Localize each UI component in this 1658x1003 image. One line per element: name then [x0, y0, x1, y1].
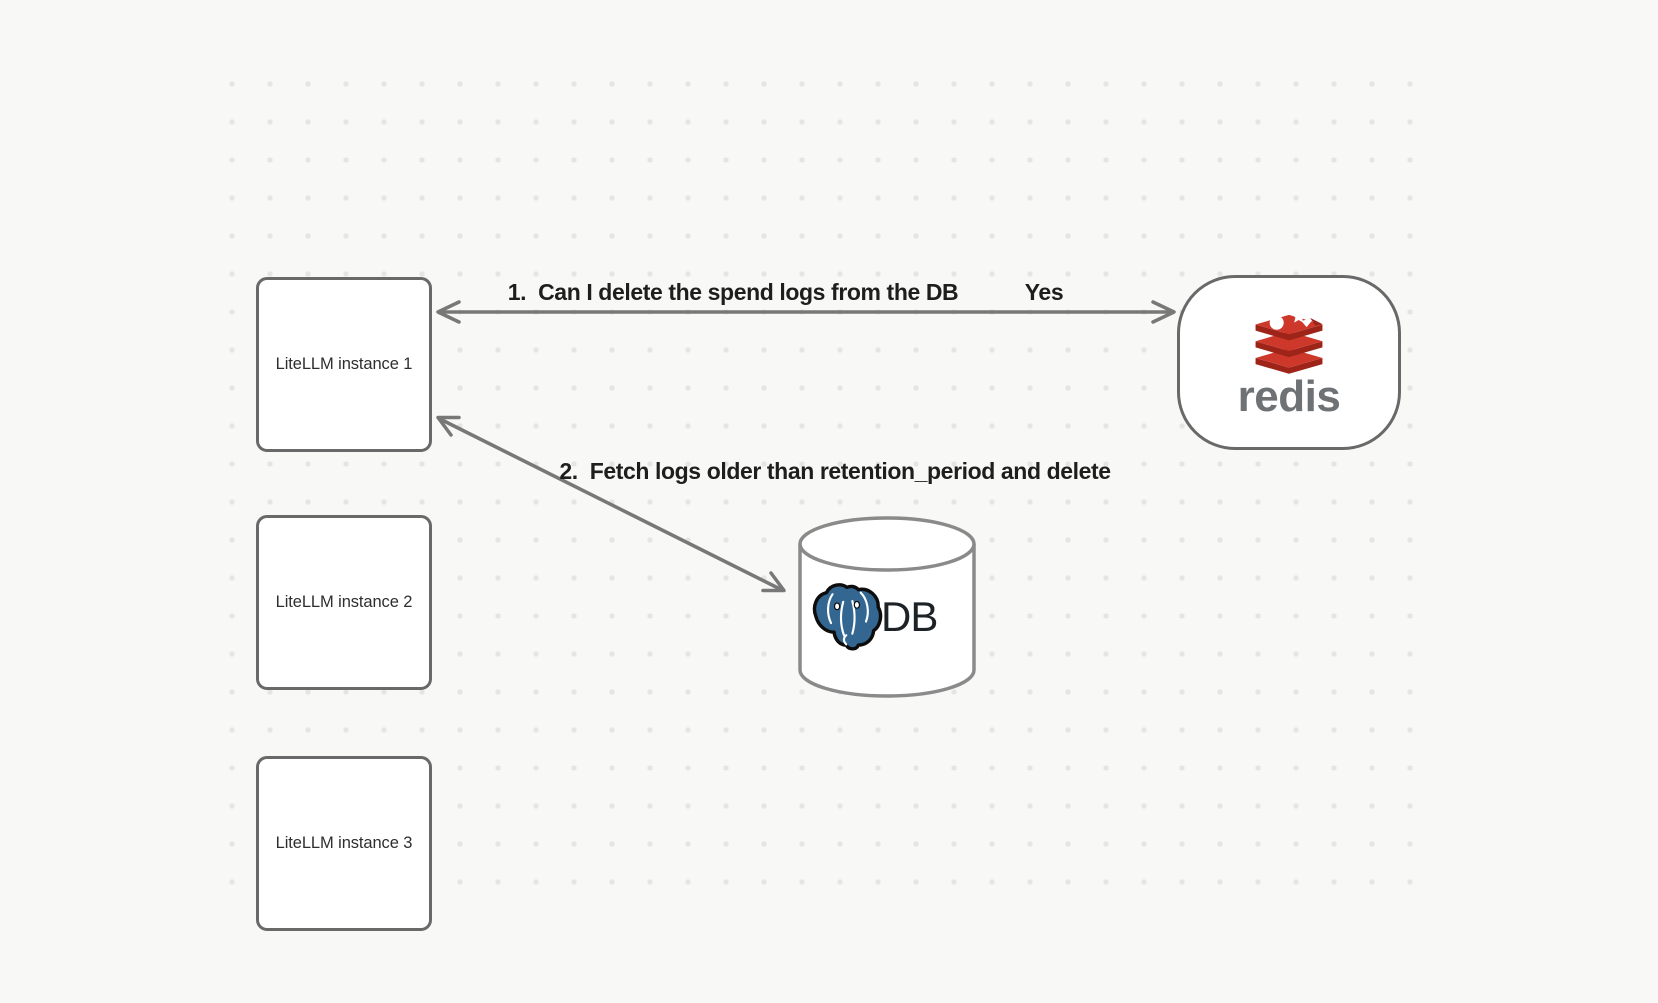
edge-label-1: 1. Can I delete the spend logs from the …: [507, 279, 959, 305]
redis-wordmark: redis: [1237, 371, 1341, 421]
node-redis[interactable]: redis: [1177, 275, 1401, 450]
node-label: LiteLLM instance 3: [275, 834, 413, 852]
node-litellm-instance-1[interactable]: LiteLLM instance 1: [256, 277, 432, 452]
db-label: DB: [881, 593, 938, 640]
edge-instance1-db[interactable]: [436, 415, 786, 593]
node-label: LiteLLM instance 2: [275, 593, 413, 611]
node-litellm-instance-3[interactable]: LiteLLM instance 3: [256, 756, 432, 931]
postgresql-elephant-icon: [812, 583, 883, 651]
database-cylinder-icon: [798, 516, 976, 698]
edge-response-yes: Yes: [1024, 279, 1064, 305]
node-litellm-instance-2[interactable]: LiteLLM instance 2: [256, 515, 432, 690]
edge-label-2: 2. Fetch logs older than retention_perio…: [559, 458, 1111, 484]
redis-logo-icon: [1255, 309, 1323, 374]
edge-redis-instance1[interactable]: [436, 300, 1176, 324]
node-label: LiteLLM instance 1: [275, 355, 413, 373]
node-db[interactable]: DB: [797, 515, 977, 699]
